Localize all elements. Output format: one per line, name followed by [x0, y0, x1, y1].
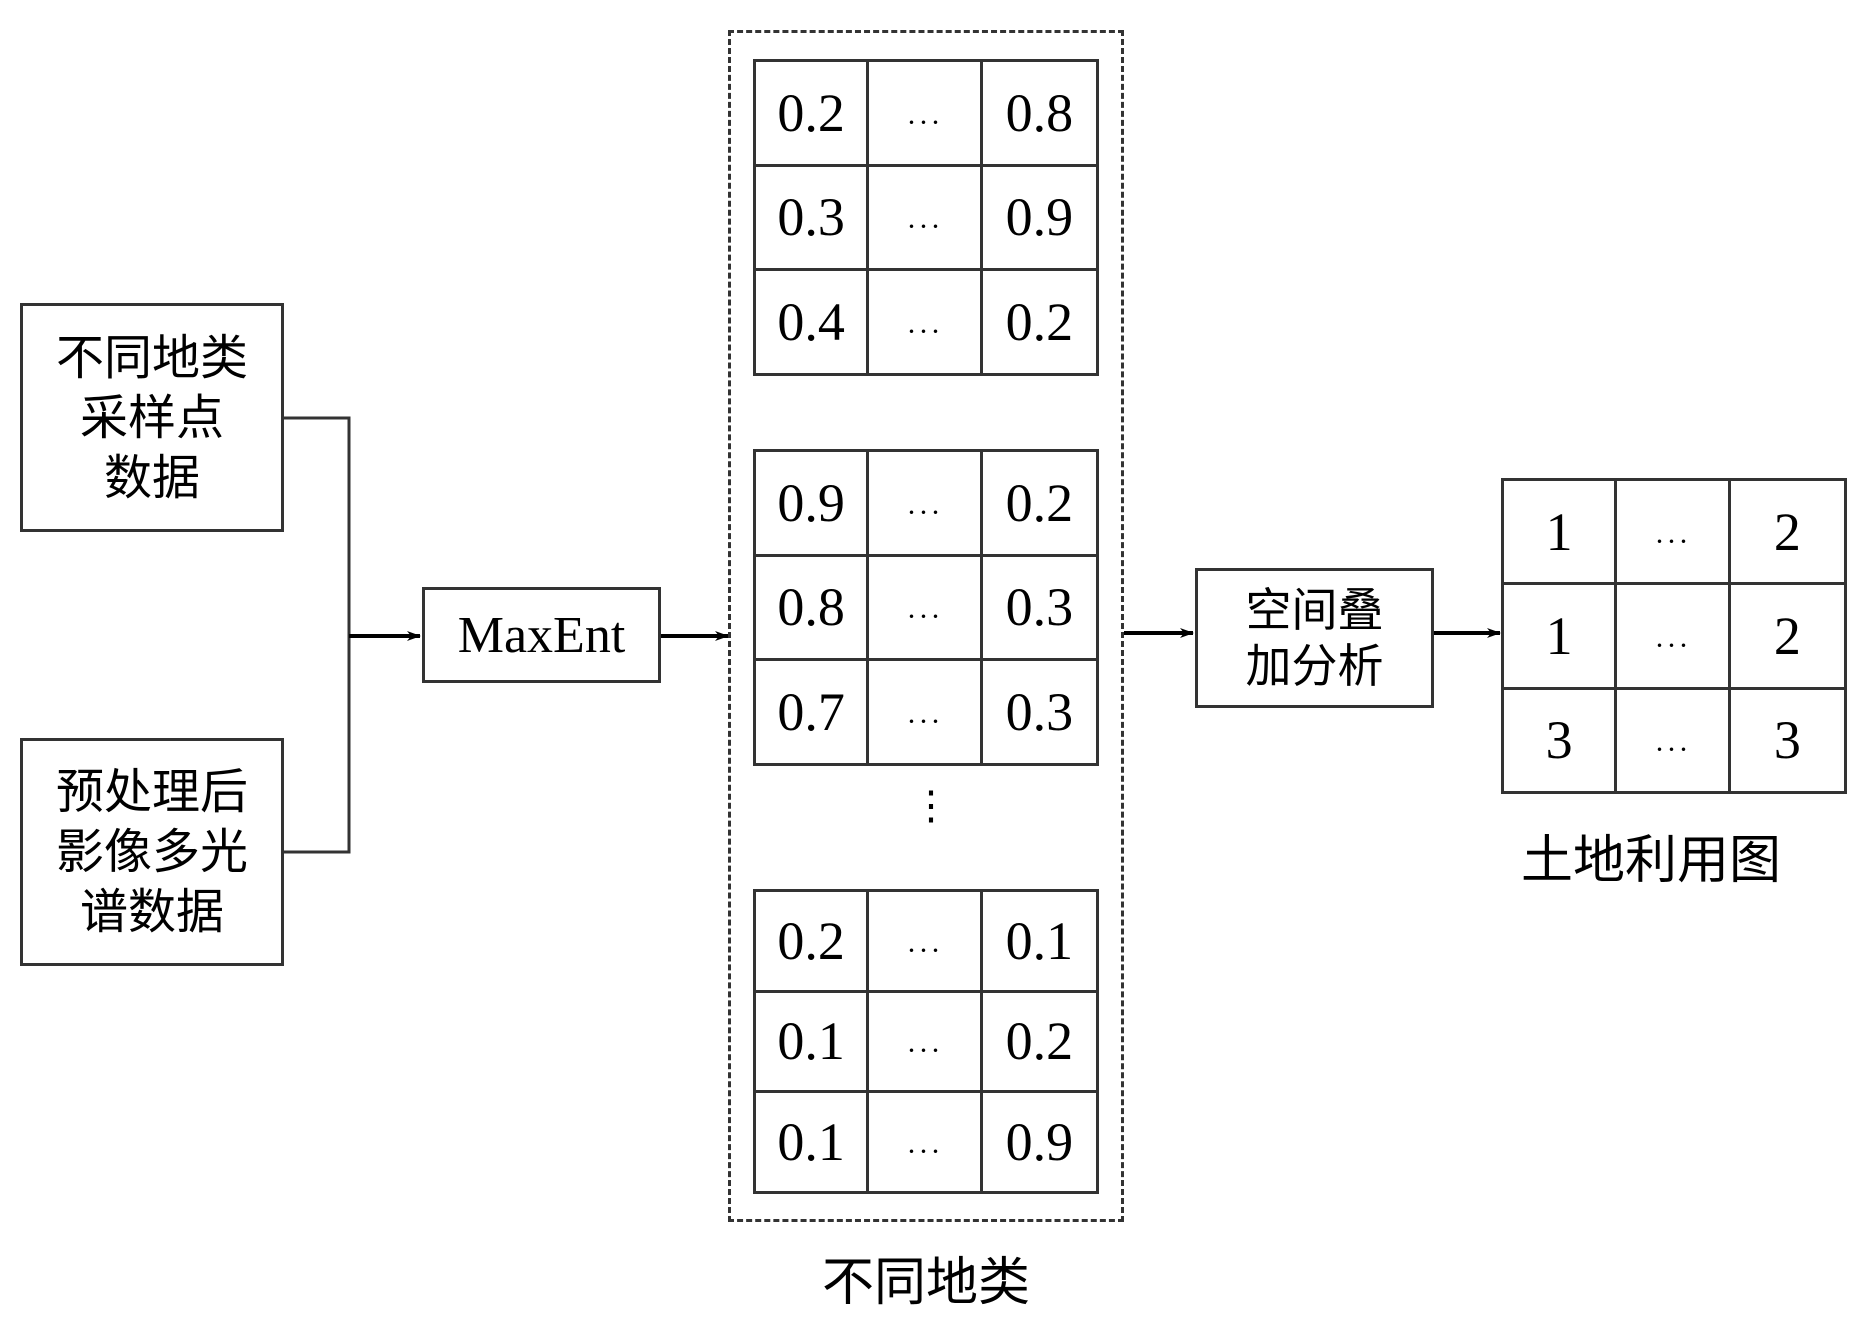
grid-cell: 0.2 — [756, 892, 870, 993]
grid-cell: 0.8 — [756, 556, 870, 662]
grid-cell: 1 — [1504, 481, 1618, 586]
grid-cell: 0.3 — [982, 557, 1096, 662]
grid-cell: 2 — [1730, 585, 1844, 690]
grid-cell: 0.2 — [1005, 292, 1074, 353]
input-multispectral-box: 预处理后 影像多光 谱数据 — [20, 738, 284, 966]
land-class-caption: 不同地类 — [821, 1253, 1030, 1313]
spatial-overlay-label: 空间叠 加分析 — [1245, 583, 1384, 693]
grid-cell: 0.1 — [982, 892, 1096, 993]
grid-cell-ellipsis: ··· — [869, 452, 983, 557]
grid-cell: 3 — [1504, 689, 1618, 791]
spatial-overlay-box: 空间叠 加分析 — [1195, 568, 1434, 708]
grid-cell-ellipsis: ··· — [1617, 585, 1731, 690]
grid-cell-ellipsis: ··· — [1617, 481, 1731, 586]
grid-cell: 0.3 — [756, 166, 870, 272]
input-multispectral-label: 预处理后 影像多光 谱数据 — [55, 764, 248, 940]
grid-cell-ellipsis: ··· — [1617, 689, 1731, 791]
grid-cell: 0.3 — [1005, 682, 1074, 743]
grid-cell: 0.1 — [756, 992, 870, 1094]
continuation-vertical-ellipsis: ⋮ — [911, 783, 951, 828]
grid-cell: 0.2 — [756, 62, 870, 167]
grid-cell-ellipsis: ··· — [869, 992, 983, 1094]
grid-cell: 0.8 — [982, 62, 1096, 167]
land-use-map-caption: 土地利用图 — [1520, 831, 1781, 891]
connector-input1 — [283, 416, 351, 854]
grid-cell-ellipsis: ··· — [869, 892, 983, 993]
grid-cell-ellipsis: ··· — [869, 556, 983, 662]
input-sample-points-label: 不同地类 采样点 数据 — [55, 329, 248, 506]
input-sample-points-box: 不同地类 采样点 数据 — [20, 303, 284, 532]
grid-cell: 0.4 — [756, 271, 870, 373]
grid-cell-ellipsis: ··· — [869, 62, 983, 167]
grid-cell: 1 — [1504, 585, 1618, 690]
grid-cell: 0.2 — [982, 452, 1096, 557]
grid-cell: 0.7 — [756, 661, 870, 763]
grid-cell-ellipsis: ··· — [869, 1093, 983, 1191]
grid-cell: 0.2 — [982, 993, 1096, 1094]
grid-cell: 0.1 — [756, 1093, 870, 1191]
land-class-container — [728, 30, 1124, 1222]
grid-cell: 2 — [1730, 481, 1844, 586]
grid-cell: 3 — [1773, 710, 1801, 771]
grid-cell: 0.9 — [982, 167, 1096, 272]
grid-cell: 0.9 — [1005, 1112, 1074, 1173]
maxent-box: MaxEnt — [422, 587, 661, 683]
grid-cell: 0.9 — [756, 452, 870, 557]
maxent-label: MaxEnt — [457, 606, 626, 664]
grid-cell-ellipsis: ··· — [869, 166, 983, 272]
grid-cell-ellipsis: ··· — [869, 271, 983, 373]
grid-cell-ellipsis: ··· — [869, 661, 983, 763]
